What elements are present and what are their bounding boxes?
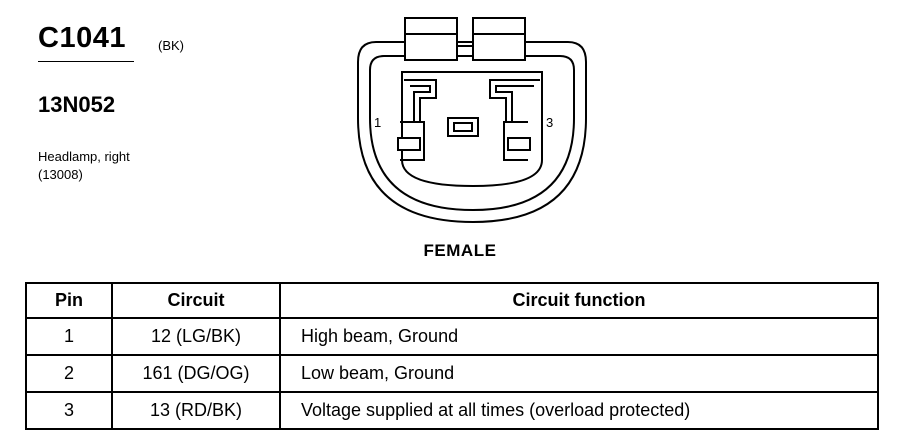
description-name: Headlamp, right [38,149,130,164]
part-number: 13N052 [38,92,116,117]
center-key [447,117,479,137]
pin-label-1: 1 [374,115,381,130]
connector-id: C1041 [38,22,126,54]
header-pin: Pin [25,282,113,319]
table-row: 2 161 (DG/OG) Low beam, Ground [25,354,879,393]
terminal-right [489,79,540,122]
connector-housing-outer [357,41,587,224]
pinout-table: Pin Circuit Circuit function 1 12 (LG/BK… [25,282,879,430]
table-header-row: Pin Circuit Circuit function [25,282,879,319]
header-circuit-function: Circuit function [279,282,879,319]
connector-housing-inner [369,55,575,212]
cell-circuit: 12 (LG/BK) [111,317,281,356]
table-row: 1 12 (LG/BK) High beam, Ground [25,317,879,356]
cell-pin: 2 [25,354,113,393]
connector-face-diagram: 1 3 [357,17,587,224]
connector-id-underline [38,61,134,62]
table-row: 3 13 (RD/BK) Voltage supplied at all tim… [25,391,879,430]
cell-function: High beam, Ground [279,317,879,356]
terminal-cavity [401,71,543,188]
cell-function: Low beam, Ground [279,354,879,393]
pin-label-3: 3 [546,115,553,130]
header-circuit: Circuit [111,282,281,319]
description-code: (13008) [38,167,83,182]
connector-gender-label: FEMALE [423,241,497,260]
connector-color-code: (BK) [158,38,184,53]
cell-circuit: 13 (RD/BK) [111,391,281,430]
cell-circuit: 161 (DG/OG) [111,354,281,393]
cell-function: Voltage supplied at all times (overload … [279,391,879,430]
cell-pin: 3 [25,391,113,430]
terminal-left [404,79,437,122]
connector-description: Headlamp, right (13008) [38,148,130,184]
cell-pin: 1 [25,317,113,356]
